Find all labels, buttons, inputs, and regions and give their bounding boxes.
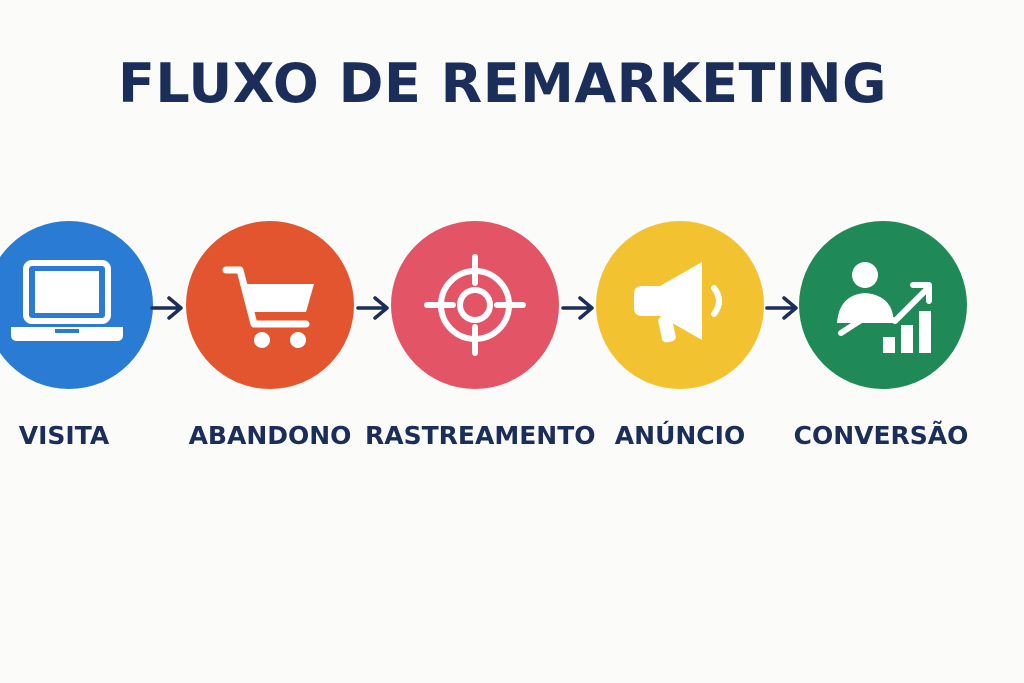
step-rastreamento-label: RASTREAMENTO — [365, 421, 596, 450]
step-anuncio-circle — [596, 221, 764, 389]
diagram-title: FLUXO DE REMARKETING — [118, 52, 887, 115]
shopping-cart-icon — [222, 266, 314, 348]
megaphone-icon — [634, 262, 722, 343]
arrow-right-icon — [356, 296, 389, 320]
step-conversao-label: CONVERSÃO — [793, 421, 969, 450]
arrow-right-icon — [561, 296, 594, 320]
laptop-icon — [11, 260, 123, 341]
arrow-right-icon — [765, 296, 798, 320]
step-abandono-circle — [186, 221, 354, 389]
step-visita-circle — [0, 221, 153, 389]
target-icon — [424, 254, 526, 356]
step-visita-label: VISITA — [18, 421, 110, 450]
growth-chart-icon — [837, 262, 932, 353]
step-conversao-circle — [799, 221, 967, 389]
arrow-right-icon — [150, 296, 183, 320]
step-anuncio-label: ANÚNCIO — [614, 421, 746, 450]
step-abandono-label: ABANDONO — [188, 421, 352, 450]
step-rastreamento-circle — [391, 221, 559, 389]
